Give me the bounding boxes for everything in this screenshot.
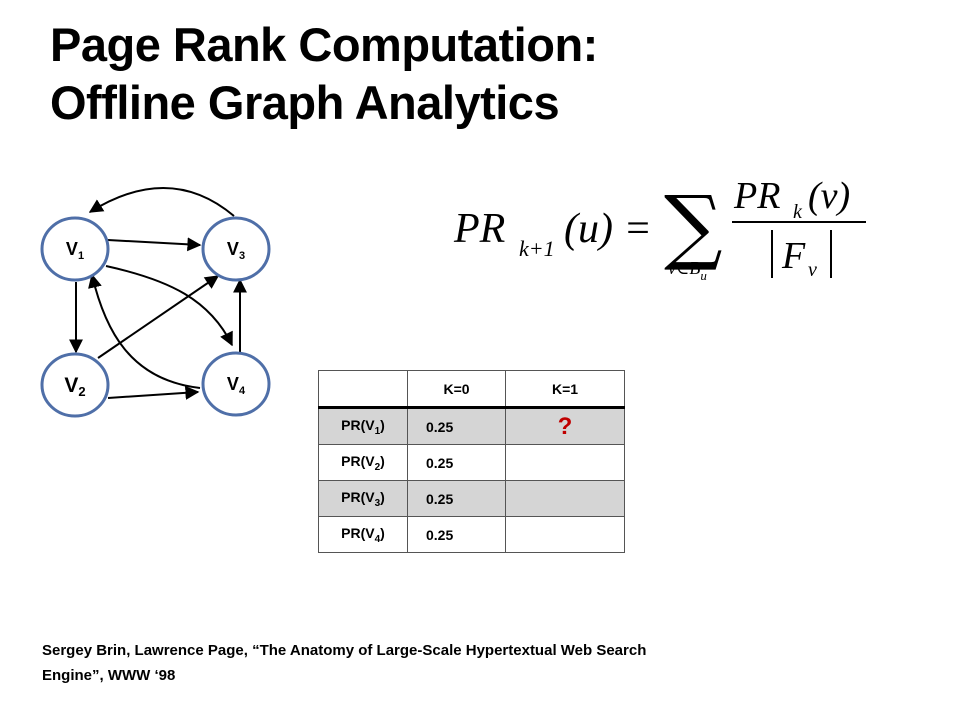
sum-sub-b: B (689, 258, 700, 278)
citation: Sergey Brin, Lawrence Page, “The Anatomy… (42, 638, 802, 688)
edge-v4-v1 (88, 273, 201, 389)
node-v3-letter: V (227, 239, 239, 259)
row-label: PR(V1) (318, 407, 408, 445)
formula-denominator: F (781, 235, 806, 277)
sum-sub: v∈Bu (668, 258, 707, 283)
row-label: PR(V3) (318, 480, 408, 517)
formula-numerator-arg: (v) (808, 175, 850, 217)
citation-line-2: Engine”, WWW ‘98 (42, 667, 176, 684)
edge-v3-v1 (88, 187, 235, 217)
row-k1-value (505, 516, 625, 553)
formula-numerator: PR (733, 175, 780, 217)
node-v1: V1 (40, 216, 110, 282)
sum-symbol: ∑ (664, 179, 723, 274)
table-header-k0: K=0 (407, 370, 506, 408)
table-row: PR(V2) 0.25 (318, 444, 625, 481)
node-v1-letter: V (66, 239, 78, 259)
table-row: PR(V4) 0.25 (318, 516, 625, 553)
graph-diagram: V1 V3 V2 V4 (40, 187, 271, 418)
table-header-k1: K=1 (505, 370, 625, 408)
svg-text:V3: V3 (227, 239, 245, 262)
sum-sub-in: ∈ (676, 258, 689, 278)
node-v4: V4 (201, 351, 271, 417)
node-v3: V3 (201, 216, 271, 282)
row-label: PR(V4) (318, 516, 408, 553)
row-k0-value: 0.25 (407, 516, 506, 553)
node-v4-sub: 4 (239, 385, 246, 397)
pagerank-table: K=0 K=1 PR(V1) 0.25 ? PR(V2) 0.25 PR(V3)… (318, 370, 625, 553)
title-line-1: Page Rank Computation: (50, 18, 598, 71)
svg-text:V1: V1 (66, 239, 84, 262)
citation-line-1: Sergey Brin, Lawrence Page, “The Anatomy… (42, 642, 647, 659)
row-k0-value: 0.25 (407, 407, 506, 445)
formula-lhs-sub: k+1 (519, 236, 555, 261)
edge-v2-v3 (97, 275, 220, 359)
svg-text:V2: V2 (64, 374, 85, 399)
sum-sub-u: u (700, 268, 707, 283)
row-k0-value: 0.25 (407, 444, 506, 481)
row-label: PR(V2) (318, 444, 408, 481)
formula-lhs-arg: (u) = (564, 206, 652, 252)
node-v2: V2 (40, 352, 110, 418)
node-v4-letter: V (227, 374, 239, 394)
row-k1-value: ? (505, 407, 625, 445)
table-header-empty (318, 370, 408, 408)
table-row: PR(V1) 0.25 ? (318, 407, 625, 445)
slide-title: Page Rank Computation: Offline Graph Ana… (50, 16, 598, 132)
svg-text:V4: V4 (227, 374, 246, 397)
row-k0-value: 0.25 (407, 480, 506, 517)
formula-numerator-sub: k (793, 201, 803, 223)
title-line-2: Offline Graph Analytics (50, 76, 560, 129)
edge-v1-v4 (105, 265, 233, 347)
table-header-row: K=0 K=1 (318, 370, 625, 408)
node-v2-sub: 2 (78, 384, 85, 399)
node-v3-sub: 3 (239, 250, 245, 262)
unknown-mark: ? (557, 412, 573, 440)
row-k1-value (505, 480, 625, 517)
formula-denominator-sub: v (808, 259, 817, 281)
edge-v2-v4 (107, 385, 200, 400)
node-v2-letter: V (64, 374, 78, 397)
formula-lhs: PR (453, 206, 505, 252)
table-row: PR(V3) 0.25 (318, 480, 625, 517)
sum-sub-v: v (668, 258, 676, 278)
pagerank-formula: PR k+1 (u) = ∑ v∈Bu PR k (v) F v (446, 166, 876, 296)
edge-v1-v3 (107, 237, 202, 252)
row-k1-value (505, 444, 625, 481)
node-v1-sub: 1 (78, 250, 84, 262)
